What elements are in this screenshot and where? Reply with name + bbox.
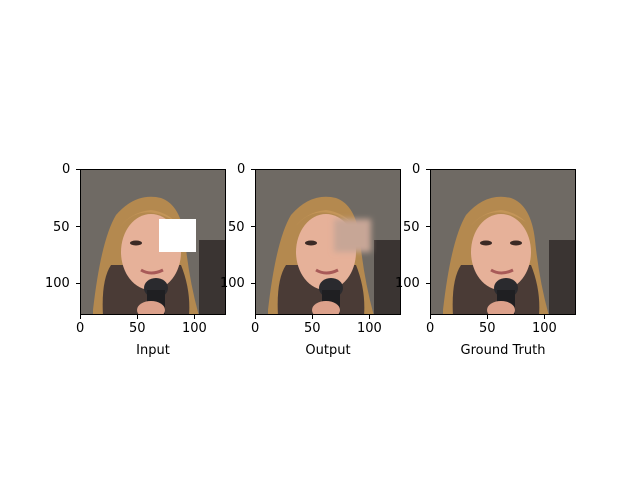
x-tick-label: 50 <box>129 321 146 336</box>
x-tick-label: 100 <box>182 321 207 336</box>
y-tick-label: 0 <box>412 162 421 177</box>
mask-rectangle <box>159 219 196 252</box>
output-axes: 0 50 100 0 50 100 Output <box>220 163 401 357</box>
y-tick-label: 100 <box>220 276 245 291</box>
x-tick-label: 0 <box>426 321 435 336</box>
x-tick-label: 50 <box>304 321 321 336</box>
y-tick-label: 0 <box>237 162 246 177</box>
y-tick-label: 50 <box>228 220 245 235</box>
input-face-image <box>81 170 225 314</box>
ground-truth-axes: 0 50 100 0 50 100 Ground Truth <box>395 163 576 357</box>
y-tick-label: 0 <box>62 162 71 177</box>
output-face-image <box>256 170 400 314</box>
ground-truth-xlabel: Ground Truth <box>460 343 546 358</box>
input-image-frame <box>80 169 226 315</box>
output-image-frame <box>255 169 401 315</box>
output-xlabel: Output <box>305 343 351 358</box>
ground-truth-image-frame <box>430 169 576 315</box>
x-tick-label: 50 <box>479 321 496 336</box>
y-tick-label: 100 <box>45 276 70 291</box>
y-tick-label: 50 <box>403 220 420 235</box>
y-tick-label: 50 <box>53 220 70 235</box>
input-axes: 0 50 100 0 50 100 Input <box>45 163 226 357</box>
x-tick-label: 100 <box>357 321 382 336</box>
x-tick-label: 0 <box>76 321 85 336</box>
input-xlabel: Input <box>136 343 170 358</box>
x-tick-label: 100 <box>532 321 557 336</box>
y-tick-label: 100 <box>395 276 420 291</box>
inpainted-region <box>334 219 371 252</box>
ground-truth-face-image <box>431 170 575 314</box>
x-tick-label: 0 <box>251 321 260 336</box>
